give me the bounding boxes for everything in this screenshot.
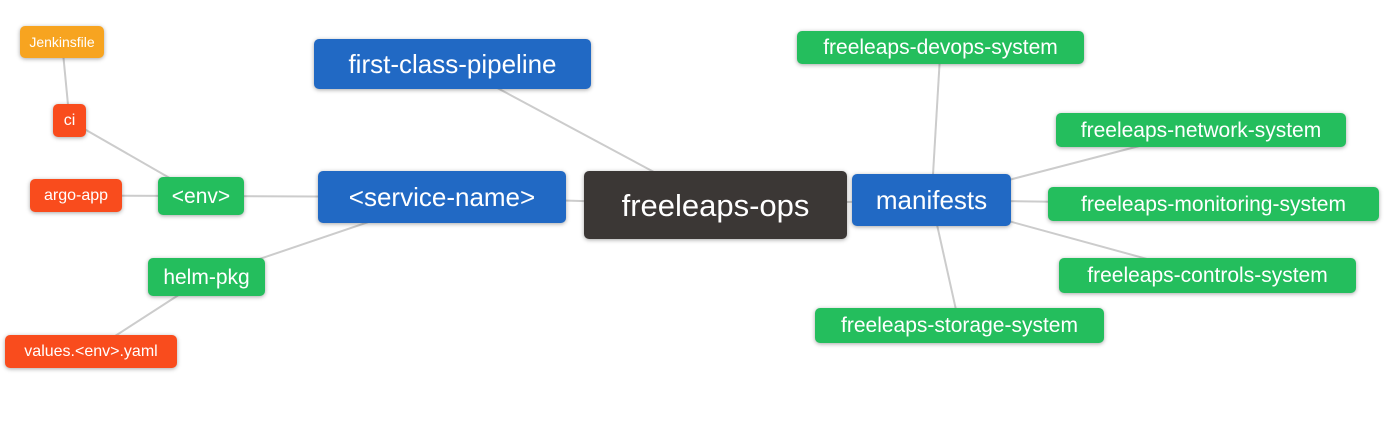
node-controls-system[interactable]: freeleaps-controls-system: [1059, 258, 1356, 293]
node-root[interactable]: freeleaps-ops: [584, 171, 847, 239]
node-service-name[interactable]: <service-name>: [318, 171, 566, 223]
node-network-system[interactable]: freeleaps-network-system: [1056, 113, 1346, 147]
node-argo-app[interactable]: argo-app: [30, 179, 122, 212]
node-first-class-pipeline[interactable]: first-class-pipeline: [314, 39, 591, 89]
node-jenkinsfile[interactable]: Jenkinsfile: [20, 26, 104, 58]
node-values-env-yaml[interactable]: values.<env>.yaml: [5, 335, 177, 368]
node-ci[interactable]: ci: [53, 104, 86, 137]
node-manifests[interactable]: manifests: [852, 174, 1011, 226]
node-storage-system[interactable]: freeleaps-storage-system: [815, 308, 1104, 343]
node-helm-pkg[interactable]: helm-pkg: [148, 258, 265, 296]
node-devops-system[interactable]: freeleaps-devops-system: [797, 31, 1084, 64]
node-env[interactable]: <env>: [158, 177, 244, 215]
node-monitoring-system[interactable]: freeleaps-monitoring-system: [1048, 187, 1379, 221]
